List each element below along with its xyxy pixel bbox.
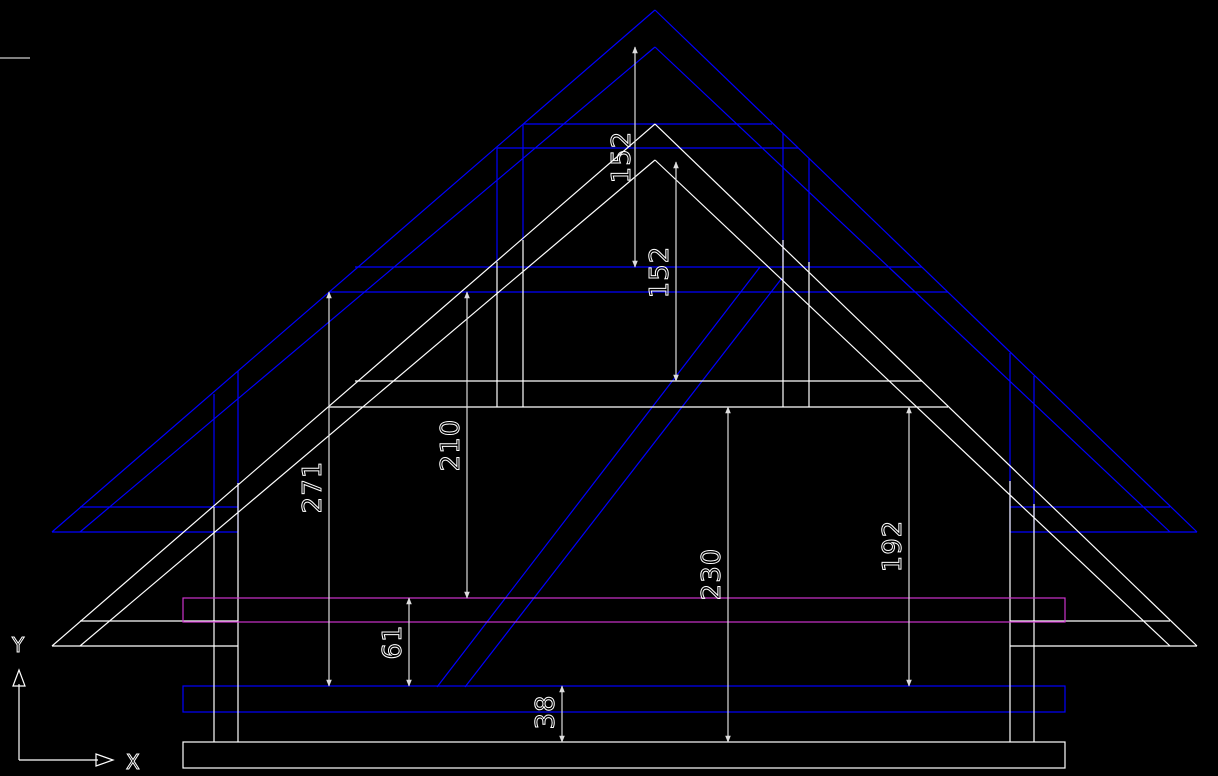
rafter-right-inner bbox=[654, 159, 1171, 647]
ucs-icon bbox=[12, 668, 115, 767]
dimension-texts: 152 152 271 210 230 192 61 38 bbox=[298, 130, 909, 730]
inner-rafter-right bbox=[654, 46, 1171, 533]
inner-rafter-left bbox=[79, 46, 656, 533]
outer-rafter-right bbox=[654, 9, 1198, 533]
dim-text-230: 230 bbox=[697, 548, 727, 601]
dim-text-inner-152: 152 bbox=[645, 246, 675, 299]
ucs-y-arrow-icon bbox=[12, 668, 26, 687]
floor-beam-blue bbox=[182, 685, 1066, 713]
ceiling-beam-magenta bbox=[182, 597, 1066, 623]
dim-text-38: 38 bbox=[531, 694, 561, 729]
dim-text-271: 271 bbox=[298, 461, 328, 514]
outer-rafter-left bbox=[51, 9, 656, 533]
rafter-right-outer bbox=[654, 123, 1198, 647]
ucs-x-label: X bbox=[126, 750, 140, 774]
dim-text-210: 210 bbox=[436, 419, 466, 472]
dim-text-top-152: 152 bbox=[607, 131, 637, 184]
ucs-x-arrow-icon bbox=[95, 753, 115, 767]
rafter-left-inner bbox=[79, 159, 656, 647]
sill-plate bbox=[182, 741, 1066, 769]
frame-layer-white bbox=[51, 123, 1198, 769]
dim-text-192: 192 bbox=[878, 520, 908, 573]
dim-text-61: 61 bbox=[378, 624, 408, 659]
dimension-lines bbox=[326, 46, 912, 743]
brace-diagonal-b bbox=[464, 277, 783, 688]
rafter-left-outer bbox=[51, 123, 656, 647]
roof-layer-blue bbox=[51, 9, 1198, 713]
brace-diagonal-a bbox=[436, 266, 761, 688]
ucs-y-label: Y bbox=[11, 633, 25, 657]
